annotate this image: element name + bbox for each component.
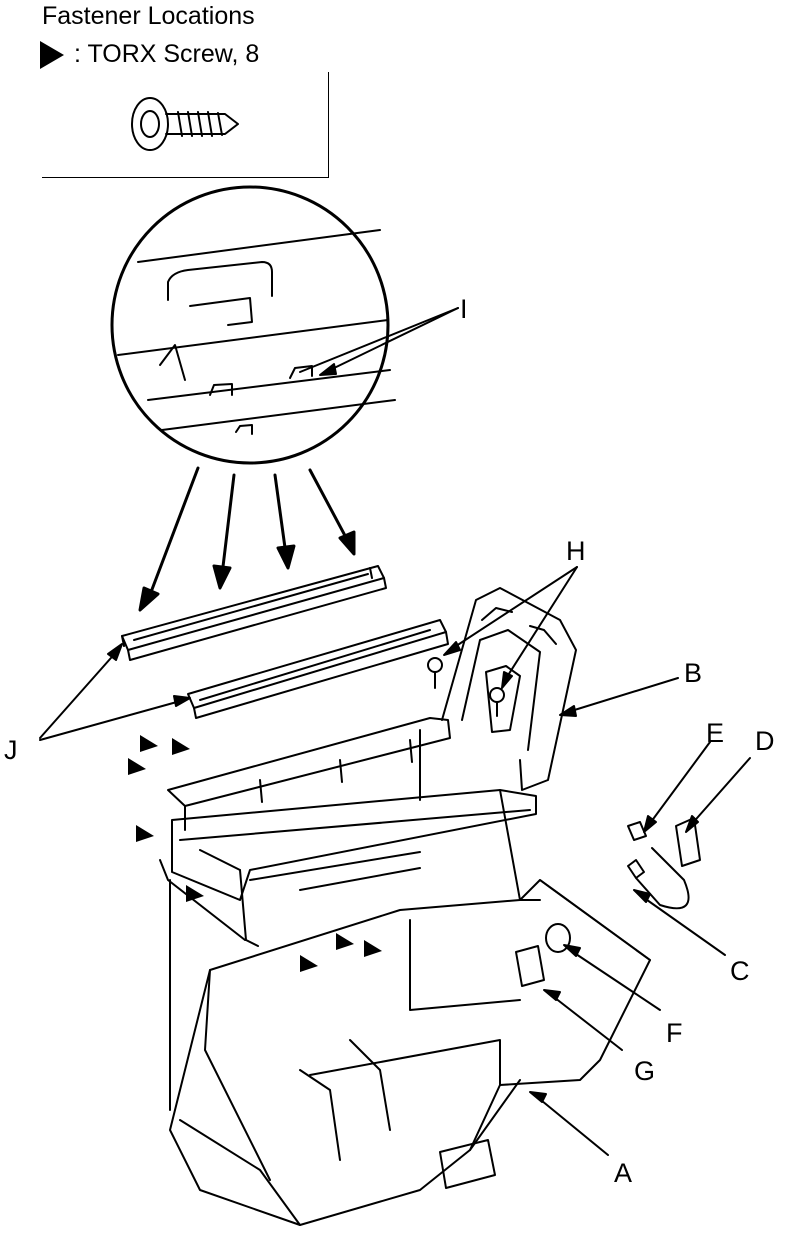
bracket-panel — [427, 587, 577, 791]
part-e-connector — [627, 821, 647, 841]
detail-arrows — [138, 466, 356, 612]
legend-title: Fastener Locations — [42, 2, 255, 30]
callout-j: J — [4, 735, 18, 765]
part-g-pad — [515, 945, 545, 987]
part-d-tape — [675, 817, 701, 867]
callout-d: D — [755, 726, 775, 756]
legend-border-right — [328, 72, 329, 178]
part-f-knob — [545, 923, 571, 953]
lower-tray — [169, 879, 651, 1226]
part-c-harness — [627, 847, 690, 910]
callout-g: G — [634, 1056, 656, 1086]
fastener-legend: Fastener Locations : TORX Screw, 8 — [0, 0, 330, 178]
legend-fastener-label: : TORX Screw, 8 — [74, 40, 260, 68]
leader-lines — [39, 307, 751, 1156]
filled-triangle-icon — [40, 40, 64, 69]
strip-lower — [187, 619, 449, 719]
torx-screw-icon — [131, 97, 239, 151]
screw-markers — [128, 735, 382, 972]
upper-frame — [159, 717, 541, 1111]
callout-c: C — [730, 956, 750, 986]
callout-f: F — [666, 1018, 683, 1048]
legend-fastener-row: : TORX Screw, 8 — [40, 40, 259, 69]
callout-b: B — [684, 658, 703, 688]
strip-upper — [121, 565, 387, 661]
callout-h: H — [566, 536, 586, 566]
legend-border-bottom — [42, 177, 329, 178]
callout-i: I — [460, 294, 468, 324]
callout-e: E — [706, 718, 725, 748]
detail-circle — [110, 185, 396, 465]
callout-a: A — [614, 1158, 633, 1188]
small-parts — [515, 817, 701, 987]
